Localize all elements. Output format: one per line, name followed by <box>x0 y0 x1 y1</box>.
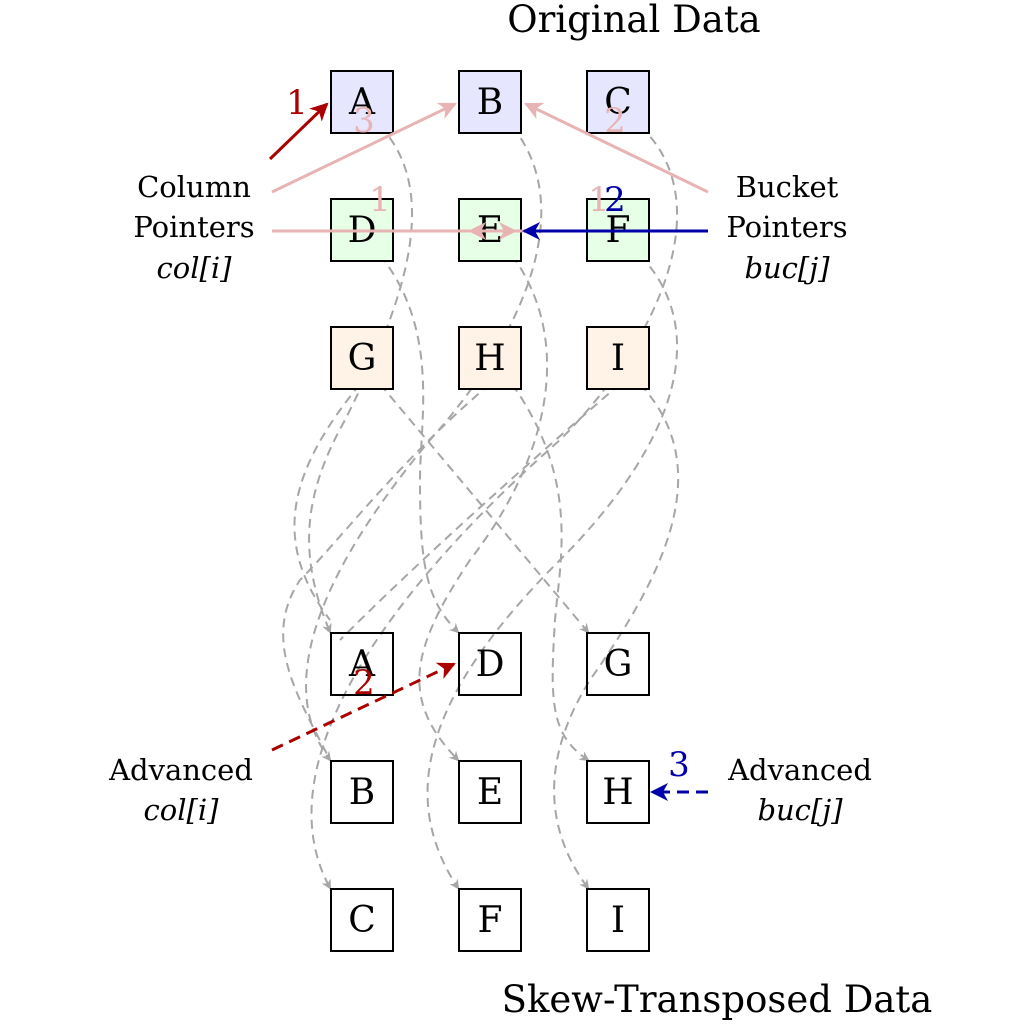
curve-h <box>511 383 590 762</box>
cell-box <box>458 632 522 696</box>
cell-box <box>458 70 522 134</box>
label-line: Pointers <box>726 210 847 244</box>
cell-box <box>458 326 522 390</box>
cell-label: G <box>348 338 377 379</box>
cell-label: I <box>611 338 625 379</box>
cell-label: D <box>476 644 505 685</box>
cell-label: A <box>348 82 376 123</box>
cell-label: C <box>348 900 376 941</box>
cell-box <box>458 888 522 952</box>
skew-transposed-title: Skew-Transposed Data <box>502 978 933 1021</box>
label-line: Advanced <box>108 753 253 787</box>
step-number: 1 <box>369 180 391 220</box>
cell-label: F <box>478 900 503 941</box>
label-line: col[i] <box>144 793 220 827</box>
step-number: 3 <box>353 101 375 141</box>
cell-label: B <box>477 82 503 123</box>
curve-g <box>379 383 590 634</box>
cell-label: A <box>348 644 376 685</box>
cell-box <box>586 326 650 390</box>
label-line: Advanced <box>727 753 872 787</box>
cell-box <box>330 70 394 134</box>
mapping-curves <box>282 125 680 890</box>
col-pointer-arrow-faded <box>271 102 457 194</box>
cell-box <box>330 326 394 390</box>
label-line: Column <box>137 170 251 204</box>
curve-c <box>310 125 679 890</box>
pointer-arrows <box>268 102 709 801</box>
curve-extra-1 <box>282 383 491 761</box>
transposed-grid: A D G B E H C F I <box>330 632 650 952</box>
label-line: Pointers <box>133 210 254 244</box>
advanced-buc-label: Advanced buc[j] <box>727 753 872 827</box>
cell-label: H <box>474 338 505 379</box>
advanced-col-label: Advanced col[i] <box>108 753 253 827</box>
cell-box <box>586 70 650 134</box>
step-number: 2 <box>604 101 626 141</box>
cell-box <box>330 632 394 696</box>
cell-box <box>330 888 394 952</box>
step-numbers: 1 3 1 2 1 2 2 3 <box>286 83 690 785</box>
cell-label: G <box>604 644 633 685</box>
step-number: 1 <box>588 180 610 220</box>
cell-box <box>458 760 522 824</box>
step-number: 2 <box>353 663 375 703</box>
curve-f <box>426 254 678 890</box>
cell-label: H <box>602 772 633 813</box>
cell-box <box>586 888 650 952</box>
original-data-title: Original Data <box>507 0 761 41</box>
label-line: buc[j] <box>744 251 830 285</box>
cell-label: B <box>349 772 375 813</box>
step-number: 3 <box>668 745 690 785</box>
step-number: 2 <box>604 180 626 220</box>
cell-box <box>586 632 650 696</box>
curve-e <box>418 254 549 762</box>
column-pointers-label: Column Pointers col[i] <box>133 170 254 285</box>
original-grid: A B C D E F G H I <box>330 70 650 390</box>
step-number: 1 <box>286 83 308 123</box>
curve-a <box>308 125 413 634</box>
cell-box <box>586 760 650 824</box>
buc-pointer-arrow-faded <box>524 102 709 194</box>
curve-d <box>379 254 460 634</box>
bucket-pointers-label: Bucket Pointers buc[j] <box>726 170 847 285</box>
cell-label: E <box>477 772 503 813</box>
cell-box <box>330 760 394 824</box>
label-line: col[i] <box>157 251 233 285</box>
label-line: buc[j] <box>757 793 843 827</box>
cell-label: I <box>611 900 625 941</box>
cell-label: C <box>604 82 632 123</box>
advanced-col-arrow <box>271 662 456 752</box>
label-line: Bucket <box>736 170 839 204</box>
curve-extra-2 <box>339 383 621 641</box>
col-pointer-arrow <box>268 102 329 161</box>
curve-extra-3 <box>293 383 361 621</box>
